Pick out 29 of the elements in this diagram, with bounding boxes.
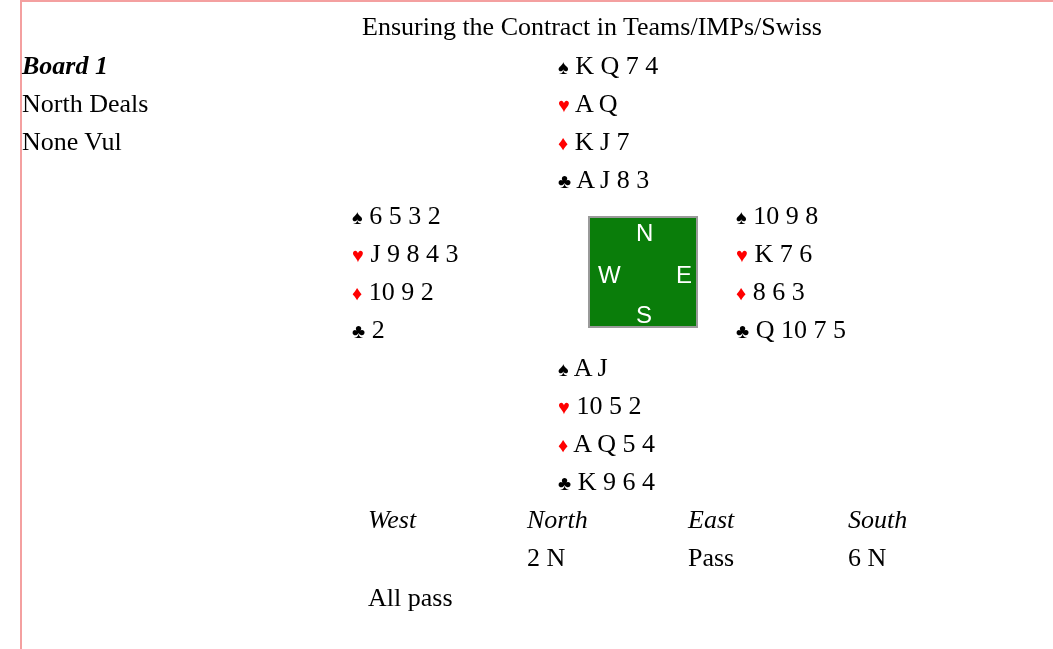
- deal-info: None Vul: [22, 127, 122, 157]
- hand-suit-line: ♣ Q 10 7 5: [736, 315, 846, 346]
- auction-header: North: [527, 505, 588, 535]
- compass-card-table: N W E S: [588, 216, 698, 328]
- auction-header: West: [368, 505, 417, 535]
- hand-suit-line: ♦ 8 6 3: [736, 277, 805, 308]
- hand-suit-line: ♣ K 9 6 4: [558, 467, 655, 498]
- diagram-title: Ensuring the Contract in Teams/IMPs/Swiss: [362, 12, 822, 42]
- hand-suit-line: ♣ 2: [352, 315, 385, 346]
- auction-call: 6 N: [848, 543, 887, 573]
- hand-suit-line: ♥ 10 5 2: [558, 391, 642, 422]
- hand-suit-line: ♥ K 7 6: [736, 239, 813, 270]
- hand-suit-line: ♥ J 9 8 4 3: [352, 239, 459, 270]
- hand-suit-line: ♦ A Q 5 4: [558, 429, 655, 460]
- hand-suit-line: ♠ K Q 7 4: [558, 51, 659, 82]
- hand-suit-line: ♠ A J: [558, 353, 608, 384]
- hand-suit-line: ♦ 10 9 2: [352, 277, 434, 308]
- hand-suit-line: ♠ 10 9 8: [736, 201, 819, 232]
- hand-suit-line: ♦ K J 7: [558, 127, 630, 158]
- auction-call: Pass: [688, 543, 735, 573]
- auction-call: 2 N: [527, 543, 566, 573]
- hand-suit-line: ♣ A J 8 3: [558, 165, 650, 196]
- hand-suit-line: ♠ 6 5 3 2: [352, 201, 441, 232]
- auction-header: East: [688, 505, 735, 535]
- board-number: Board 1: [22, 51, 108, 81]
- auction-header: South: [848, 505, 908, 535]
- deal-info: North Deals: [22, 89, 149, 119]
- hand-suit-line: ♥ A Q: [558, 89, 618, 120]
- auction-call: All pass: [368, 583, 453, 613]
